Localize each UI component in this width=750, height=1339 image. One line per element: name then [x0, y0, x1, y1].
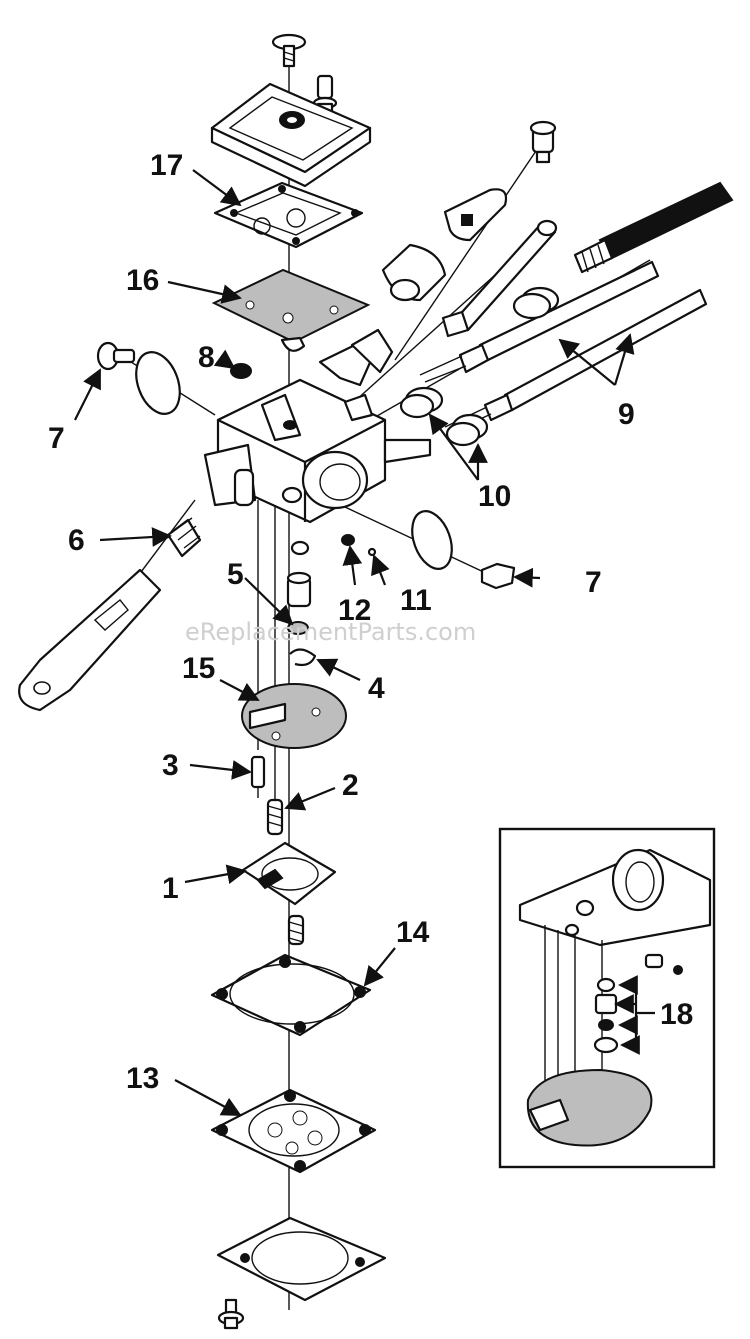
welch-plug	[230, 363, 252, 379]
carburetor-body	[203, 378, 432, 524]
callout-12: 12	[338, 594, 371, 627]
metering-plate	[241, 683, 347, 749]
callout-2: 2	[342, 769, 359, 802]
callout-5: 5	[227, 558, 244, 591]
callout-7-left: 7	[48, 422, 65, 455]
callout-14: 14	[396, 916, 430, 949]
metering-diaphragm	[241, 841, 337, 906]
watermark: eReplacementParts.com	[185, 618, 476, 646]
throttle-linkage	[318, 120, 558, 387]
callout-17: 17	[150, 149, 183, 182]
callout-11: 11	[400, 584, 432, 617]
inset-detail	[498, 827, 716, 1169]
callout-9: 9	[618, 398, 635, 431]
lower-spring	[287, 914, 305, 946]
callout-16: 16	[126, 264, 159, 297]
top-screw	[271, 33, 307, 68]
callout-4: 4	[368, 672, 385, 705]
leader-lines	[74, 169, 635, 1116]
callout-3: 3	[162, 749, 179, 782]
callout-10: 10	[478, 480, 511, 513]
callout-8: 8	[198, 341, 215, 374]
pump-body-plate	[211, 268, 371, 352]
shaft-screws-and-discs	[96, 341, 516, 590]
callout-1: 1	[162, 872, 179, 905]
idle-screw-and-lever	[18, 517, 202, 712]
needle-springs	[399, 286, 560, 447]
pump-diaphragm	[213, 181, 364, 249]
callout-labels: 17 16 8 7 9 10 6 5 7 12 11 15 4 3 2 1 14…	[48, 149, 693, 1095]
callout-13: 13	[126, 1062, 159, 1095]
choke-rod-handle	[573, 181, 734, 274]
metering-gasket	[210, 953, 372, 1037]
metering-spring	[266, 798, 284, 836]
bottom-screw	[217, 1298, 245, 1330]
check-ball-and-spring	[341, 534, 377, 557]
inlet-needle	[250, 755, 266, 798]
top-cover	[210, 82, 372, 188]
fuel-pump-plate	[210, 1088, 377, 1174]
callout-6: 6	[68, 524, 85, 557]
bottom-cover	[216, 1216, 387, 1302]
callout-7-right: 7	[585, 566, 602, 599]
callout-18: 18	[660, 998, 693, 1031]
mixture-needles	[419, 260, 708, 434]
callout-15: 15	[182, 652, 215, 685]
inlet-valve-stack	[286, 540, 317, 667]
